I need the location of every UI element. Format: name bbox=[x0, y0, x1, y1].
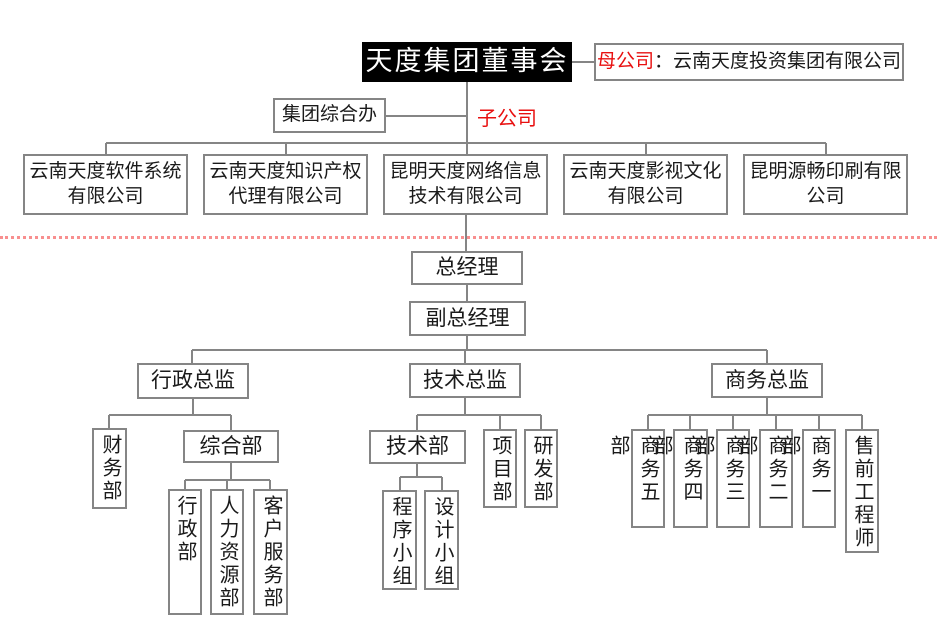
director-admin-box: 行政总监 bbox=[137, 363, 249, 399]
project-dept-box: 项目部 bbox=[483, 429, 517, 508]
group-office-box: 集团综合办 bbox=[273, 98, 386, 133]
director-tech-box: 技术总监 bbox=[409, 363, 521, 398]
business-dept-3-box: 商务三部 bbox=[692, 429, 750, 528]
design-team-box: 设计小组 bbox=[424, 490, 459, 590]
board-box: 天度集团董事会 bbox=[362, 42, 572, 82]
program-team-box: 程序小组 bbox=[382, 490, 417, 590]
rnd-dept-box: 研发部 bbox=[524, 429, 558, 508]
customer-service-dept-box: 客户服务部 bbox=[253, 489, 288, 615]
business-dept-2-box: 商务二部 bbox=[735, 429, 793, 528]
general-manager-box: 总经理 bbox=[411, 251, 523, 285]
company-ip-agency-box: 云南天度知识产权 代理有限公司 bbox=[203, 154, 368, 215]
hr-dept-box: 人力资源部 bbox=[210, 489, 244, 615]
parent-company-colon: ： bbox=[653, 50, 673, 72]
business-dept-5-box: 商务五部 bbox=[607, 429, 665, 528]
general-affairs-dept-box: 综合部 bbox=[183, 430, 279, 463]
admin-dept-box: 行政部 bbox=[168, 489, 202, 615]
business-dept-4-box: 商务四部 bbox=[650, 429, 708, 528]
company-printing-box: 昆明源畅印刷有限 公司 bbox=[743, 154, 908, 215]
presales-engineer-box: 售前工程师 bbox=[845, 429, 879, 553]
finance-dept-box: 财务部 bbox=[92, 428, 127, 509]
company-network-box: 昆明天度网络信息 技术有限公司 bbox=[383, 154, 548, 215]
deputy-general-manager-box: 副总经理 bbox=[409, 301, 526, 336]
section-divider-dotted-line bbox=[0, 236, 937, 239]
subsidiary-label: 子公司 bbox=[477, 108, 537, 130]
business-dept-1-box: 商务一部 bbox=[778, 429, 836, 528]
tech-dept-box: 技术部 bbox=[369, 430, 466, 464]
company-software-box: 云南天度软件系统 有限公司 bbox=[23, 154, 188, 215]
company-media-box: 云南天度影视文化 有限公司 bbox=[563, 154, 728, 215]
parent-company-box: 母公司：云南天度投资集团有限公司 bbox=[594, 43, 904, 81]
parent-company-name: 云南天度投资集团有限公司 bbox=[673, 50, 902, 72]
director-business-box: 商务总监 bbox=[711, 363, 823, 398]
parent-company-label: 母公司 bbox=[596, 50, 654, 72]
